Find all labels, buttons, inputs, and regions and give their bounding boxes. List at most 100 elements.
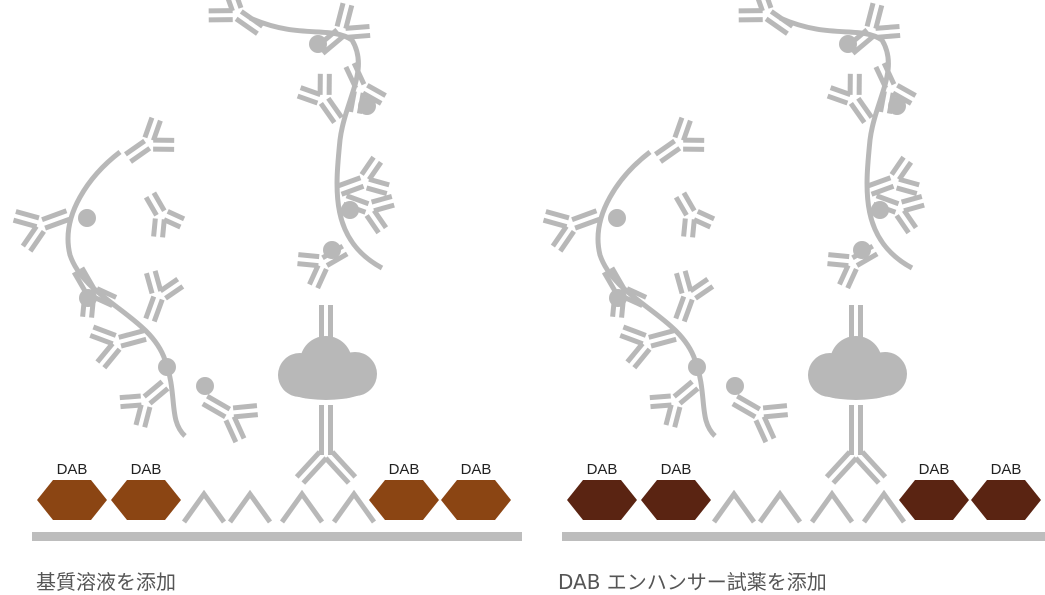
antibody-stem (684, 193, 694, 211)
antigen-chevron (230, 494, 270, 522)
enzyme-dot (871, 201, 889, 219)
antibody-arm (764, 415, 788, 417)
polymer-backbone (780, 18, 912, 268)
antibody-arm (226, 420, 236, 442)
antibody-arm (346, 26, 370, 28)
antibody-arm (756, 420, 766, 442)
antibody-stem (338, 178, 360, 186)
enzyme-dot (78, 209, 96, 227)
antibody-arm (676, 273, 682, 293)
antibody-arm (876, 35, 900, 37)
antibody-arm (698, 211, 714, 218)
antigen-chevron (184, 494, 224, 522)
enzyme-dot (839, 35, 857, 53)
antibody-arm (120, 396, 141, 398)
enzyme-dot (609, 289, 627, 307)
dab-hexagon (441, 480, 511, 520)
antibody-arm (233, 406, 257, 408)
antibody-arm (90, 335, 112, 343)
antibody-arm (904, 205, 924, 211)
primary-arm (862, 452, 885, 477)
antibody-stem (119, 331, 144, 338)
dab-label: DAB (461, 461, 492, 478)
antibody-arm (145, 118, 152, 138)
enzyme-dot (309, 35, 327, 53)
primary-arm (303, 458, 326, 483)
antibody-stem (651, 339, 676, 346)
antibody-arm (650, 396, 671, 398)
dab-hexagon (971, 480, 1041, 520)
antigen-chevron (334, 494, 374, 522)
enzyme-dot (358, 97, 376, 115)
cloud-part (282, 372, 370, 400)
diagram-enhancer: DAB DAB DAB DAB (530, 0, 1045, 594)
antibody-arm (298, 96, 318, 103)
antibody-arm (154, 219, 156, 237)
antibody-arm (298, 255, 319, 257)
antibody-arm (372, 196, 392, 202)
antibody-stem (154, 300, 162, 322)
polymer-antibody-art (13, 0, 522, 541)
antibody-arm (234, 415, 258, 417)
antibody-arm (163, 219, 165, 237)
antibody-stem (649, 331, 674, 338)
primary-arm (326, 458, 349, 483)
antibody-arm (337, 3, 343, 26)
polymer-antibody-art (543, 0, 1045, 541)
antibody-arm (121, 405, 142, 407)
enzyme-dot (608, 209, 626, 227)
dab-hexagon (37, 480, 107, 520)
enzyme-dot (158, 358, 176, 376)
antibody-arm (675, 118, 682, 138)
antibody-arm (828, 96, 848, 103)
antibody-stem (42, 211, 66, 220)
antibody-arm (93, 327, 115, 335)
antibody-arm (684, 219, 686, 237)
antigen-chevron (864, 494, 904, 522)
enzyme-dot (688, 358, 706, 376)
antibody-arm (168, 211, 184, 218)
panel-caption: 基質溶液を添加 (36, 566, 176, 595)
antibody-arm (297, 264, 318, 266)
antibody-arm (543, 220, 566, 226)
slide-surface (32, 532, 522, 541)
dab-hexagon (641, 480, 711, 520)
antibody-arm (155, 271, 161, 291)
dab-label: DAB (389, 461, 420, 478)
antibody-arm (876, 5, 882, 28)
slide-surface (562, 532, 1045, 541)
antibody-stem (154, 193, 164, 211)
dab-hexagon (369, 480, 439, 520)
antigen-chevron (760, 494, 800, 522)
antibody-arm (233, 0, 241, 8)
antibody-stem (342, 186, 364, 194)
antibody-stem (45, 219, 69, 228)
panel-caption: DAB エンハンサー試薬を添加 (558, 566, 827, 595)
antibody-arm (16, 212, 39, 218)
cloud-part (812, 372, 900, 400)
antibody-arm (899, 179, 919, 185)
antibody-arm (620, 335, 642, 343)
antibody-arm (367, 188, 387, 194)
antibody-arm (623, 327, 645, 335)
enzyme-dot (726, 377, 744, 395)
dab-label: DAB (661, 461, 692, 478)
antibody-arm (153, 121, 160, 141)
dab-label: DAB (991, 461, 1022, 478)
antibody-stem (146, 197, 156, 215)
enzyme-dot (323, 241, 341, 259)
antibody-stem (572, 211, 596, 220)
antibody-stem (676, 197, 686, 215)
dab-label: DAB (587, 461, 618, 478)
antibody-arm (685, 271, 691, 291)
dab-label: DAB (919, 461, 950, 478)
antibody-stem (872, 186, 894, 194)
enzyme-dot (853, 241, 871, 259)
panel-enhancer: DAB DAB DAB DAB DAB エンハンサー試薬を添加 (530, 0, 1045, 594)
antibody-arm (13, 220, 36, 226)
antibody-arm (675, 407, 680, 427)
antigen-chevron (812, 494, 852, 522)
